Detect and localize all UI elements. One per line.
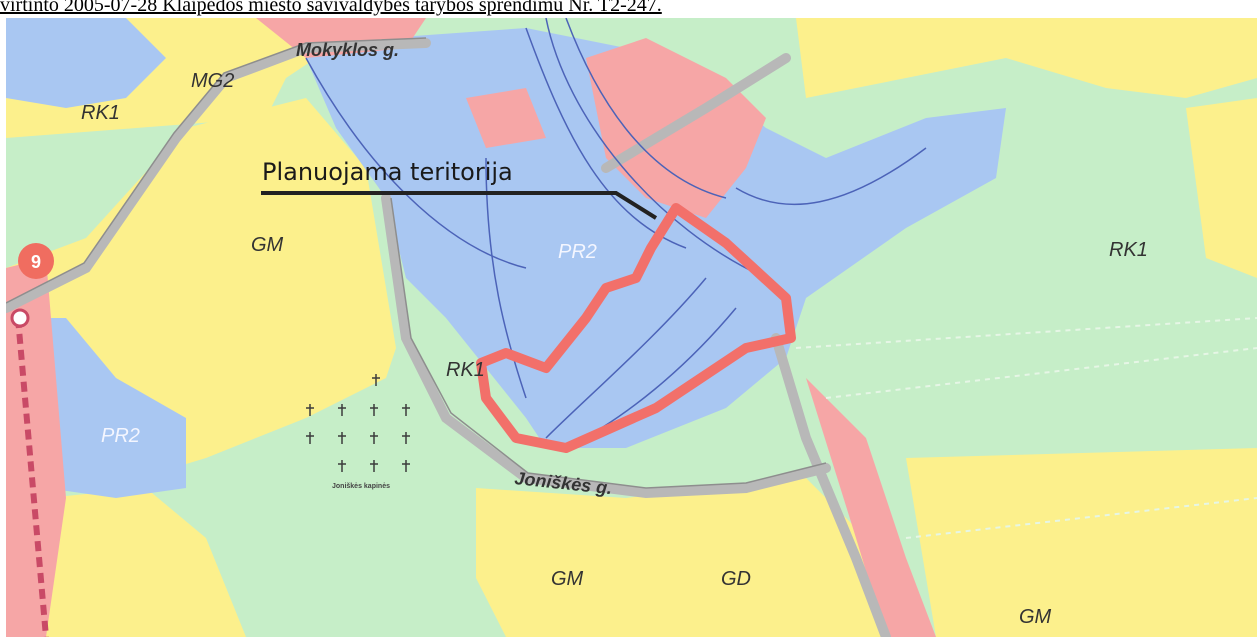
route-9-marker bbox=[18, 243, 54, 279]
zone-commercial-small bbox=[466, 88, 546, 148]
zone-label-gd-bottom: GD bbox=[721, 568, 751, 590]
zone-label-pr2-left: PR2 bbox=[101, 425, 140, 447]
document-caption: virtinto 2005-07-28 Klaipėdos miesto sav… bbox=[0, 0, 662, 16]
road-edges bbox=[6, 37, 827, 489]
road-network bbox=[6, 38, 891, 637]
street-label-mokyklos: Mokyklos g. bbox=[296, 40, 399, 60]
zone-label-rk1-center: RK1 bbox=[446, 359, 485, 381]
zone-label-gm-left: GM bbox=[251, 234, 284, 256]
zone-residential-bottom-right bbox=[906, 448, 1257, 637]
cemetery-crosses bbox=[306, 374, 410, 472]
route-9-stop bbox=[10, 308, 30, 328]
zone-residential-top-right bbox=[796, 18, 1257, 98]
zone-label-rk1-right: RK1 bbox=[1109, 239, 1148, 261]
cemetery-label: Joniškės kapinės bbox=[332, 483, 390, 490]
zoning-map[interactable]: 9 Joniškės kapinės Mokyklos g. Joniškės … bbox=[6, 18, 1257, 637]
planned-area-label: Planuojama teritorija bbox=[262, 158, 513, 186]
zone-label-gm-bottom-left: GM bbox=[551, 568, 584, 590]
planned-area-leader-line bbox=[261, 191, 658, 220]
zone-residential-bottom-center bbox=[476, 478, 886, 637]
zone-label-gm-bottom-right: GM bbox=[1019, 606, 1052, 628]
zone-label-pr2-center: PR2 bbox=[558, 241, 597, 263]
route-9-line bbox=[15, 317, 49, 637]
green-strips bbox=[795, 317, 1257, 539]
route-9-number: 9 bbox=[31, 252, 41, 272]
zone-industrial-top-left bbox=[6, 18, 166, 108]
planned-area-boundary[interactable] bbox=[476, 203, 796, 453]
zone-label-rk1-top-left: RK1 bbox=[81, 102, 120, 124]
zone-label-mg2: MG2 bbox=[191, 70, 234, 92]
zone-commercial-bottom-road bbox=[806, 378, 936, 637]
zone-residential-right-edge bbox=[1186, 98, 1257, 278]
zone-residential-bottom-left bbox=[46, 488, 246, 637]
